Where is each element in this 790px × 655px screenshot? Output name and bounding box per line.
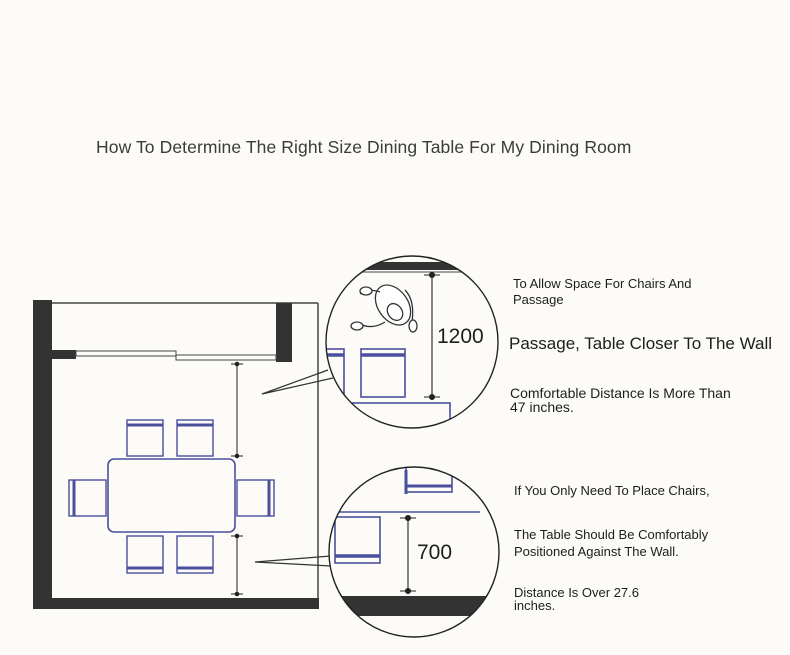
top-callout-line-3: Passage, Table Closer To The Wall [509, 334, 773, 353]
bottom-callout-line-5: inches. [514, 598, 556, 613]
top-callout-line-2: Passage [513, 292, 564, 307]
right-pillar [276, 303, 292, 362]
chair-bottom-right [176, 535, 214, 574]
chair-bottom-left [126, 535, 164, 574]
magnifier-bottom: 700 [328, 466, 500, 638]
top-callout-line-4: Comfortable Distance Is More Than [510, 385, 731, 401]
chair-left-end [68, 479, 107, 517]
chair-right-end [236, 479, 275, 517]
dimension-700-label: 700 [417, 541, 452, 564]
chair-top-right [176, 419, 214, 457]
callout-pointers [254, 369, 334, 567]
dimension-1200-label: 1200 [437, 325, 484, 348]
room [33, 300, 319, 609]
top-callout-line-5: 47 inches. [510, 399, 574, 415]
bottom-callout-line-3: Positioned Against The Wall. [514, 544, 679, 559]
chair-top-left [126, 419, 164, 457]
plan-dimension-lines [231, 361, 243, 597]
bottom-wall [33, 598, 319, 609]
bottom-callout-line-1: If You Only Need To Place Chairs, [514, 483, 710, 498]
magnifier-top: 1200 [325, 255, 499, 429]
bottom-callout-line-2: The Table Should Be Comfortably [514, 527, 709, 542]
dining-set [68, 419, 275, 574]
dining-table [107, 458, 236, 533]
top-callout-line-1: To Allow Space For Chairs And [513, 276, 692, 291]
page-title: How To Determine The Right Size Dining T… [96, 137, 632, 157]
bottom-callout-line-4: Distance Is Over 27.6 [514, 585, 639, 600]
sliding-door [75, 350, 277, 361]
left-wall [33, 300, 52, 609]
person-walking-icon [350, 284, 418, 333]
